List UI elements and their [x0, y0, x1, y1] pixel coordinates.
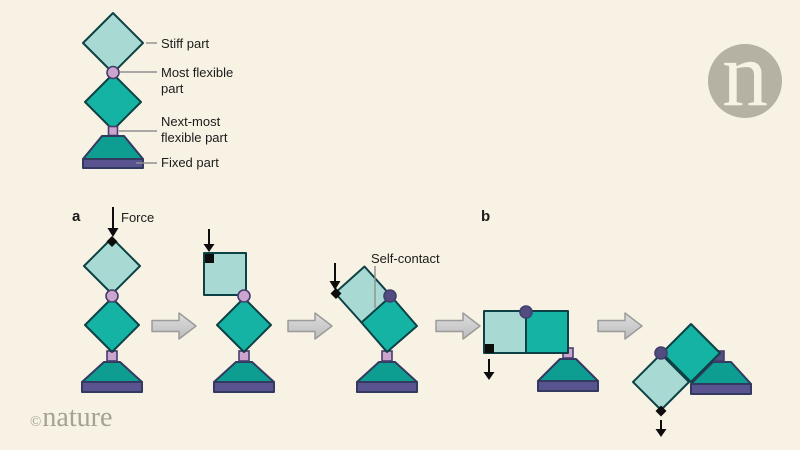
copyright-name: nature	[42, 402, 112, 433]
step-arrow-4	[597, 312, 643, 340]
legend-most-flexible-hinge-circle	[106, 65, 120, 80]
panel-a-label: a	[72, 208, 81, 225]
frame-4-folded-flat	[483, 305, 599, 392]
hinge-circle	[383, 289, 397, 303]
step-arrow-3	[435, 312, 481, 340]
legend-label-most-flexible-1: Most flexible	[161, 65, 233, 80]
force-label: Force	[121, 210, 154, 225]
load-point-marker	[106, 236, 118, 247]
legend-nextmost-hinge-square	[107, 125, 119, 137]
frame-2-top-rotated	[203, 229, 275, 393]
frame-1-upright-stack	[81, 236, 143, 393]
nextmost-flexible-square	[525, 310, 569, 354]
nextmost-flexible-diamond	[216, 297, 272, 353]
load-arrow-head	[655, 429, 667, 437]
legend-label-stiff: Stiff part	[161, 36, 210, 51]
nature-logo: n	[708, 23, 782, 125]
panel-b: b	[481, 208, 752, 437]
hinge-circle	[105, 289, 119, 303]
load-arrow-head	[203, 244, 215, 252]
base-bar	[690, 383, 752, 395]
nextmost-flexible-diamond	[661, 323, 721, 383]
nature-logo-circle	[708, 44, 782, 118]
hinge-circle	[519, 305, 533, 319]
base-bar	[213, 381, 275, 393]
load-arrow-head	[483, 372, 495, 380]
base-bar	[81, 381, 143, 393]
base-bar	[537, 380, 599, 392]
panel-a: a Force	[72, 207, 481, 393]
frame-3-self-contact: Self-contact	[329, 251, 440, 393]
legend-fixed-base-bar	[82, 158, 144, 169]
legend-label-nextmost-1: Next-most	[161, 114, 221, 129]
hinge-circle	[654, 346, 668, 360]
hinge-circle	[237, 289, 251, 303]
stiff-square	[483, 310, 527, 354]
nextmost-flexible-diamond	[84, 297, 140, 353]
nature-logo-letter: n	[722, 23, 768, 125]
legend-label-fixed: Fixed part	[161, 155, 219, 170]
legend: Stiff part Most flexible part Next-most …	[82, 12, 233, 170]
legend-label-nextmost-2: flexible part	[161, 130, 228, 145]
load-arrow-head	[329, 281, 341, 290]
step-arrow-2	[287, 312, 333, 340]
force-arrow-head	[107, 228, 119, 237]
frame-5-fully-folded	[632, 323, 752, 437]
panel-b-label: b	[481, 208, 490, 225]
load-point-marker	[655, 405, 667, 417]
self-contact-label: Self-contact	[371, 251, 440, 266]
stiff-diamond	[334, 265, 392, 324]
legend-label-most-flexible-2: part	[161, 81, 184, 96]
load-point-marker	[330, 288, 342, 299]
copyright-symbol: ©	[30, 414, 41, 430]
copyright: ©nature	[30, 402, 112, 433]
load-point-marker	[485, 344, 494, 353]
load-point-marker	[205, 254, 214, 263]
step-arrow-1	[151, 312, 197, 340]
base-bar	[356, 381, 418, 393]
